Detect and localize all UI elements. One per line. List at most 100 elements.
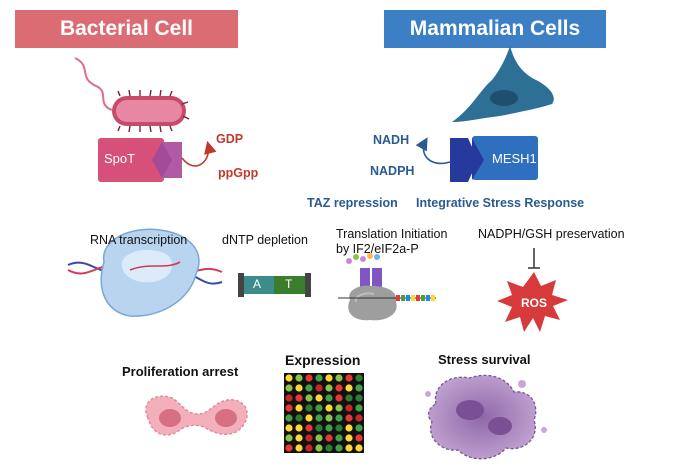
- heatmap-cell: [295, 374, 303, 382]
- heatmap-cell: [315, 374, 323, 382]
- stress-cells-icon: [425, 374, 547, 460]
- heatmap-cell: [355, 394, 363, 402]
- heatmap-cell: [285, 374, 293, 382]
- heatmap-cell: [335, 434, 343, 442]
- heatmap-cell: [345, 414, 353, 422]
- heatmap-cell: [305, 424, 313, 432]
- heatmap-cell: [355, 374, 363, 382]
- heatmap-cell: [355, 414, 363, 422]
- rna-transcription-label: RNA transcription: [90, 233, 188, 247]
- heatmap-cell: [285, 384, 293, 392]
- heatmap-cell: [305, 404, 313, 412]
- heatmap-cell: [305, 444, 313, 452]
- heatmap-cell: [345, 374, 353, 382]
- heatmap-cell: [355, 384, 363, 392]
- heatmap-cell: [285, 434, 293, 442]
- heatmap-cell: [325, 424, 333, 432]
- bacterium-icon: [74, 57, 190, 133]
- heatmap-cell: [335, 444, 343, 452]
- heatmap-cell: [325, 384, 333, 392]
- spot-enzyme-icon: [98, 138, 182, 182]
- mesh1-enzyme-icon: [450, 136, 538, 182]
- heatmap-cell: [345, 394, 353, 402]
- heatmap-cell: [315, 404, 323, 412]
- translation-initiation-label-1: Translation Initiation: [336, 227, 448, 241]
- heatmap-cell: [315, 434, 323, 442]
- heatmap-cell: [315, 444, 323, 452]
- ppgpp-label: ppGpp: [218, 166, 259, 180]
- heatmap-cell: [305, 384, 313, 392]
- heatmap-cell: [345, 404, 353, 412]
- heatmap-cell: [285, 414, 293, 422]
- ribosome-icon: [338, 253, 436, 321]
- heatmap-cell: [325, 404, 333, 412]
- mammalian-cell-icon: [452, 46, 554, 122]
- mammalian-cells-banner: Mammalian Cells: [384, 10, 606, 48]
- heatmap-cell: [355, 404, 363, 412]
- gdp-label: GDP: [216, 132, 244, 146]
- heatmap-cell: [285, 424, 293, 432]
- bacterial-cell-banner: Bacterial Cell: [15, 10, 238, 48]
- heatmap-cell: [345, 434, 353, 442]
- mesh1-arrow: [415, 137, 451, 165]
- heatmap-cell: [345, 384, 353, 392]
- ros-burst-icon: [497, 272, 568, 332]
- heatmap-cell: [295, 444, 303, 452]
- heatmap-cell: [335, 394, 343, 402]
- heatmap-cell: [325, 374, 333, 382]
- integrative-stress-label: Integrative Stress Response: [416, 196, 585, 210]
- heatmap-cell: [295, 394, 303, 402]
- heatmap-cell: [305, 374, 313, 382]
- dntp-t-label: T: [285, 277, 293, 291]
- dntp-icon: [238, 273, 311, 297]
- heatmap-cell: [345, 444, 353, 452]
- heatmap-cell: [325, 394, 333, 402]
- translation-initiation-label-2: by IF2/eIF2a-P: [336, 242, 419, 256]
- heatmap-cell: [355, 444, 363, 452]
- heatmap-cell: [295, 424, 303, 432]
- heatmap-cell: [315, 414, 323, 422]
- expression-heatmap: [284, 373, 364, 453]
- heatmap-cell: [345, 424, 353, 432]
- spot-arrow: [181, 140, 217, 167]
- heatmap-cell: [295, 404, 303, 412]
- heatmap-cell: [295, 414, 303, 422]
- bacterial-cell-title: Bacterial Cell: [59, 17, 194, 40]
- heatmap-cell: [315, 394, 323, 402]
- dividing-cell-icon: [145, 395, 248, 436]
- heatmap-cell: [315, 424, 323, 432]
- nadh-label: NADH: [373, 133, 410, 147]
- heatmap-cell: [305, 394, 313, 402]
- heatmap-cell: [285, 444, 293, 452]
- heatmap-cell: [295, 434, 303, 442]
- mammalian-cells-title: Mammalian Cells: [409, 17, 581, 40]
- ros-label: ROS: [521, 296, 548, 310]
- heatmap-cell: [305, 414, 313, 422]
- heatmap-cell: [325, 414, 333, 422]
- heatmap-cell: [325, 434, 333, 442]
- heatmap-cell: [285, 404, 293, 412]
- mesh1-label: MESH1: [492, 151, 537, 166]
- expression-label: Expression: [285, 352, 361, 368]
- taz-repression-label: TAZ repression: [307, 196, 398, 210]
- heatmap-cell: [315, 384, 323, 392]
- nadph-gsh-label: NADPH/GSH preservation: [478, 227, 625, 241]
- dntp-depletion-label: dNTP depletion: [222, 233, 308, 247]
- heatmap-cell: [355, 424, 363, 432]
- spot-label: SpoT: [104, 151, 136, 166]
- rna-polymerase-icon: [67, 228, 223, 317]
- heatmap-cell: [335, 374, 343, 382]
- heatmap-cell: [335, 424, 343, 432]
- inhibition-icon: [528, 248, 540, 269]
- nadph-label: NADPH: [370, 164, 415, 178]
- heatmap-cell: [335, 414, 343, 422]
- heatmap-cell: [305, 434, 313, 442]
- proliferation-arrest-label: Proliferation arrest: [122, 364, 239, 379]
- heatmap-cell: [325, 444, 333, 452]
- heatmap-cell: [295, 384, 303, 392]
- stress-survival-label: Stress survival: [438, 352, 531, 367]
- heatmap-cell: [335, 384, 343, 392]
- heatmap-cell: [285, 394, 293, 402]
- heatmap-cell: [335, 404, 343, 412]
